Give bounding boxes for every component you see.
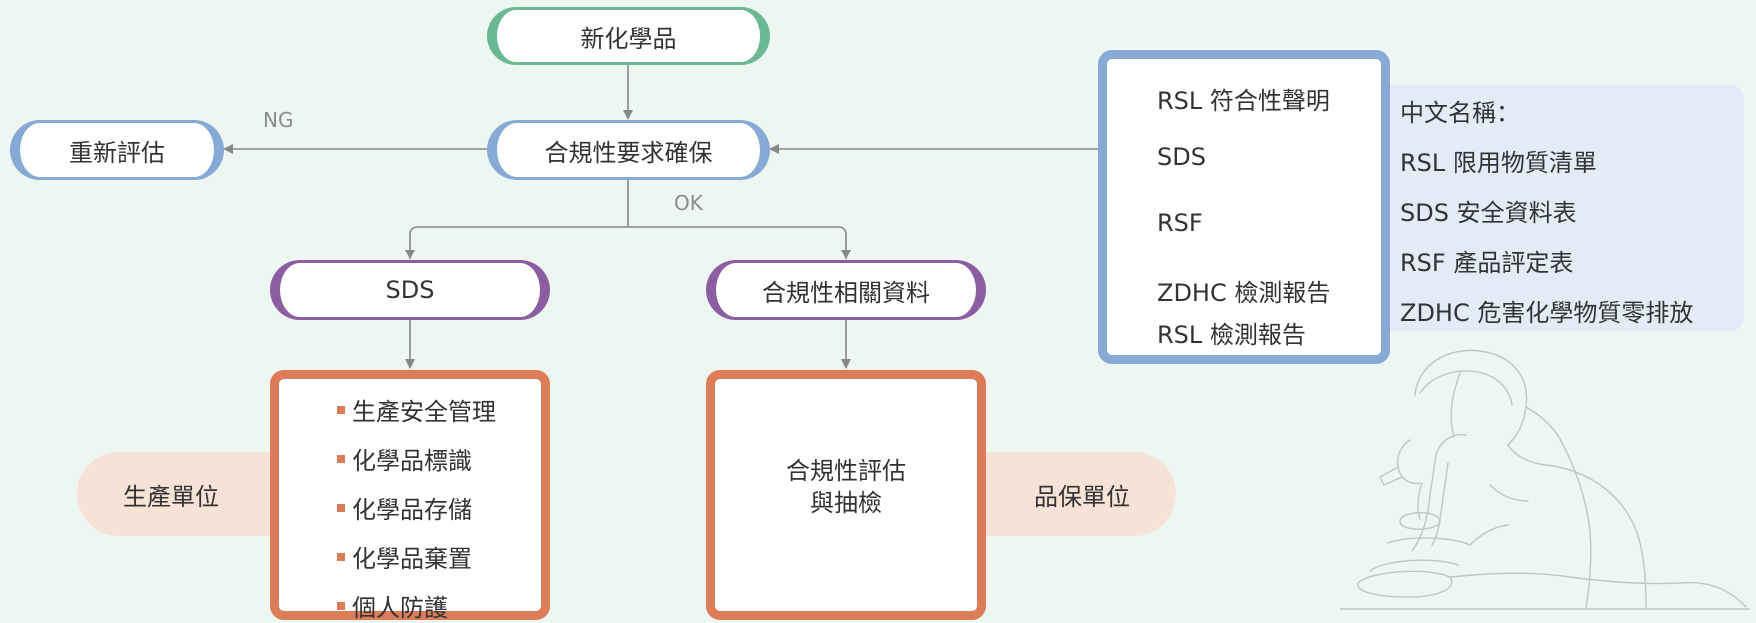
- compliance-evaluation-label: 合規性評估 與抽檢: [786, 456, 906, 517]
- box-compliance-documents: RSL 符合性聲明 SDS RSF ZDHC 檢測報告 RSL 檢測報告: [1098, 50, 1390, 364]
- tag-qa-unit: 品保單位: [948, 452, 1176, 536]
- bullet-square-icon: [337, 454, 345, 463]
- node-re-evaluate: 重新評估: [10, 120, 224, 180]
- node-new-chemical: 新化學品: [487, 7, 770, 65]
- chinese-name-item: RSF 產品評定表: [1400, 249, 1574, 277]
- chinese-name-item: RSL 限用物質清單: [1400, 149, 1597, 177]
- bullet-square-icon: [337, 601, 345, 610]
- edge-compliance-split: [409, 180, 847, 259]
- chinese-names-title: 中文名稱：: [1400, 99, 1520, 127]
- sds-item-label: 化學品棄置: [352, 545, 472, 573]
- document-item: RSL 檢測報告: [1157, 321, 1306, 349]
- panel-chinese-names: 中文名稱： RSL 限用物質清單 SDS 安全資料表 RSF 產品評定表 ZDH…: [1380, 85, 1744, 331]
- sds-item: 生產安全管理: [337, 392, 496, 427]
- sds-item: 個人防護: [337, 588, 448, 623]
- document-item: ZDHC 檢測報告: [1157, 279, 1331, 307]
- sds-item-label: 化學品存儲: [352, 496, 472, 524]
- box-compliance-evaluation: 合規性評估 與抽檢: [706, 370, 986, 620]
- box-sds-items: 生產安全管理 化學品標識 化學品存儲 化學品棄置 個人防護: [270, 370, 550, 623]
- document-item: RSL 符合性聲明: [1157, 87, 1330, 115]
- bullet-square-icon: [337, 405, 345, 414]
- tag-production-unit-label: 生產單位: [123, 482, 219, 511]
- edge-label-ng: NG: [263, 108, 294, 132]
- chinese-name-item: SDS 安全資料表: [1400, 199, 1577, 227]
- node-new-chemical-label: 新化學品: [580, 24, 677, 53]
- sds-item: 化學品存儲: [337, 490, 472, 525]
- sds-item: 化學品標識: [337, 441, 472, 476]
- document-item: SDS: [1157, 143, 1206, 171]
- sds-item-label: 化學品標識: [352, 447, 472, 475]
- node-compliance-docs: 合規性相關資料: [706, 260, 986, 320]
- sds-item: 化學品棄置: [337, 539, 472, 574]
- sds-item-label: 生產安全管理: [352, 398, 496, 426]
- node-re-evaluate-label: 重新評估: [69, 138, 165, 167]
- node-compliance-check: 合規性要求確保: [487, 120, 770, 180]
- bullet-square-icon: [337, 552, 345, 561]
- node-sds: SDS: [270, 260, 550, 320]
- document-item: RSF: [1157, 209, 1203, 237]
- node-compliance-check-label: 合規性要求確保: [544, 138, 713, 167]
- chinese-name-item: ZDHC 危害化學物質零排放: [1400, 299, 1694, 327]
- bullet-square-icon: [337, 503, 345, 512]
- sds-item-label: 個人防護: [352, 594, 448, 622]
- edge-label-ok: OK: [674, 191, 703, 215]
- scientist-microscope-illustration: [1340, 349, 1750, 610]
- node-sds-label: SDS: [385, 276, 435, 304]
- node-compliance-docs-label: 合規性相關資料: [762, 278, 930, 307]
- tag-qa-unit-label: 品保單位: [1034, 482, 1130, 511]
